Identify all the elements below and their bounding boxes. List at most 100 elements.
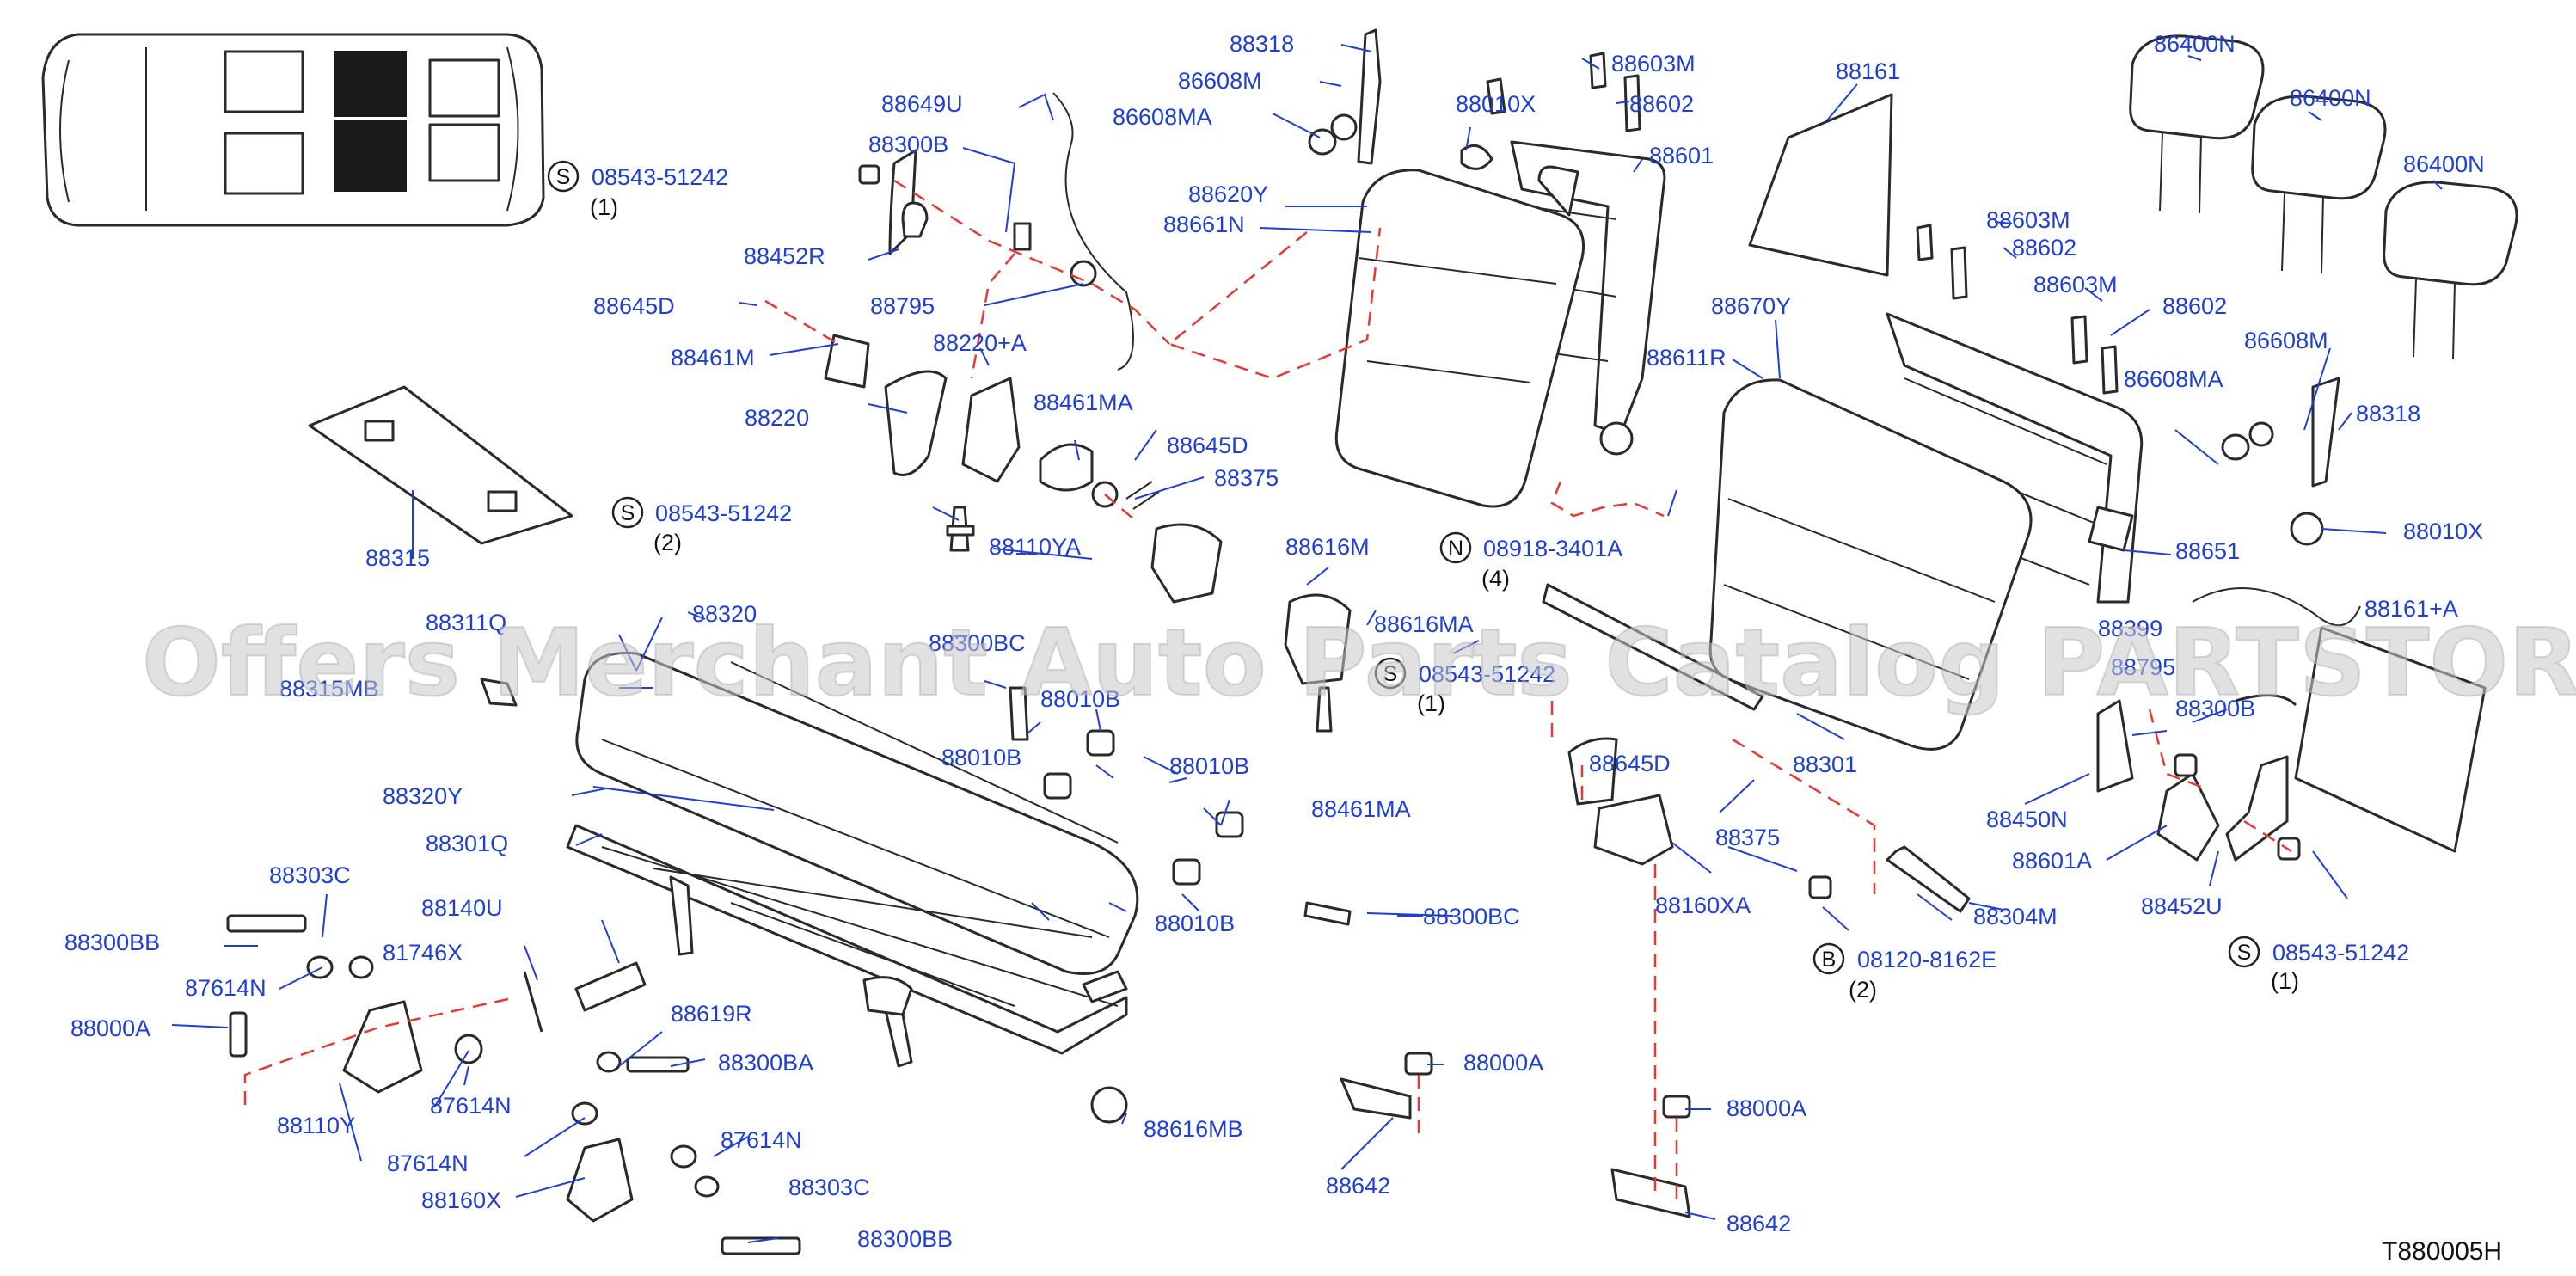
label-88795-a: 88795 <box>870 293 935 319</box>
headrest-86400N-3 <box>2383 181 2518 360</box>
label-88303C-a: 88303C <box>269 862 351 888</box>
label-86400N-3: 86400N <box>2403 151 2485 177</box>
callout-6-qty: (1) <box>2271 968 2299 994</box>
label-86608M-a: 86608M <box>1178 68 1262 94</box>
callout-6-code: 08543-51242 <box>2272 940 2409 966</box>
label-88140U: 88140U <box>421 895 503 921</box>
label-88645D-c: 88645D <box>1589 751 1671 776</box>
label-88603M-c: 88603M <box>2033 272 2118 298</box>
label-88160X: 88160X <box>421 1187 501 1213</box>
label-88000A-c: 88000A <box>1727 1095 1806 1121</box>
callout-5-symbol: B <box>1822 948 1837 972</box>
label-88611R: 88611R <box>1647 345 1727 371</box>
label-88616M: 88616M <box>1285 534 1370 560</box>
seat-frame <box>566 824 1128 1068</box>
label-88110Y: 88110Y <box>277 1113 355 1138</box>
dashed-links <box>243 179 2292 1204</box>
label-88315MB: 88315MB <box>279 676 379 702</box>
label-88010B-d: 88010B <box>1155 911 1235 936</box>
label-88010B-c: 88010B <box>1169 753 1249 779</box>
watermark-text: Offers Merchant Auto Parts Catalog PARTS… <box>142 610 2576 717</box>
label-88645D-b: 88645D <box>1167 432 1248 458</box>
label-88010X-a: 88010X <box>1456 91 1536 117</box>
label-88461MA-a: 88461MA <box>1033 390 1133 415</box>
label-88649U: 88649U <box>881 91 963 117</box>
label-88601: 88601 <box>1649 143 1714 169</box>
callout-4-qty: (1) <box>1417 690 1445 716</box>
headrest-86400N-1 <box>2129 34 2265 214</box>
label-88461M: 88461M <box>671 345 755 371</box>
label-88300BA: 88300BA <box>718 1050 813 1076</box>
label-88601A: 88601A <box>2012 848 2092 874</box>
label-88300BB-b: 88300BB <box>857 1226 953 1252</box>
label-88452U: 88452U <box>2141 893 2223 919</box>
callout-3-symbol: N <box>1448 537 1463 561</box>
label-88220: 88220 <box>745 405 809 431</box>
label-88010X-b: 88010X <box>2403 518 2483 544</box>
label-88616MB: 88616MB <box>1144 1116 1243 1142</box>
callout-2-symbol: S <box>621 501 635 525</box>
callout-5-qty: (2) <box>1849 977 1877 1003</box>
label-88000A-a: 88000A <box>71 1015 150 1041</box>
label-88375-b: 88375 <box>1715 825 1780 850</box>
label-88315: 88315 <box>365 545 430 571</box>
callout-6-symbol: S <box>2237 941 2252 965</box>
seat-cushion <box>575 651 1139 975</box>
label-86608MA-b: 86608MA <box>2124 366 2223 392</box>
callout-5: B 08120-8162E (2) <box>1812 942 1996 1003</box>
callout-3-qty: (4) <box>1481 566 1510 592</box>
label-88303C-b: 88303C <box>788 1175 870 1200</box>
callout-6: S 08543-51242 (1) <box>2228 936 2409 994</box>
label-88220A: 88220+A <box>933 330 1027 356</box>
label-88645D-a: 88645D <box>593 293 675 319</box>
label-86608M-b: 86608M <box>2244 328 2328 353</box>
callout-3: N 08918-3401A (4) <box>1439 531 1622 592</box>
label-88602-a: 88602 <box>1629 91 1694 117</box>
label-88603M-a: 88603M <box>1611 51 1696 77</box>
panel-88161 <box>1748 93 1893 277</box>
label-88620Y: 88620Y <box>1188 181 1268 207</box>
label-87614N-c: 87614N <box>387 1150 469 1176</box>
label-88642-a: 88642 <box>1326 1173 1390 1199</box>
label-88651: 88651 <box>2175 538 2240 564</box>
label-87614N-b: 87614N <box>430 1093 512 1119</box>
label-88399: 88399 <box>2098 616 2162 641</box>
label-86400N-2: 86400N <box>2290 85 2371 111</box>
label-86400N-1: 86400N <box>2154 31 2236 57</box>
seatback-frame-right <box>1510 140 1666 456</box>
callout-1-symbol: S <box>556 165 571 189</box>
label-88300BB-a: 88300BB <box>64 929 160 955</box>
label-88161: 88161 <box>1836 58 1900 84</box>
callout-1-code: 08543-51242 <box>592 164 728 190</box>
label-88161A: 88161+A <box>2364 596 2458 622</box>
label-88318-b: 88318 <box>2356 401 2420 426</box>
label-88318-a: 88318 <box>1230 31 1294 57</box>
label-88110YA: 88110YA <box>989 534 1081 560</box>
label-88375-a: 88375 <box>1214 465 1279 491</box>
label-88301Q: 88301Q <box>426 831 508 856</box>
label-88450N: 88450N <box>1986 807 2068 832</box>
label-88616MA: 88616MA <box>1374 611 1474 637</box>
label-88311Q: 88311Q <box>426 610 506 635</box>
label-88603M-b: 88603M <box>1986 207 2070 233</box>
headrest-86400N-2 <box>2251 95 2387 274</box>
label-88602-c: 88602 <box>2162 293 2227 319</box>
leader-lines <box>171 44 2443 1243</box>
callout-3-code: 08918-3401A <box>1483 536 1622 561</box>
part-labels: 88318 86608M 86608MA 88603M 88602 88010X… <box>64 31 2485 1252</box>
label-88300B-b: 88300B <box>2175 696 2255 721</box>
callout-1: S 08543-51242 (1) <box>547 160 728 220</box>
callout-4-symbol: S <box>1383 662 1398 686</box>
callout-2-code: 08543-51242 <box>655 500 792 526</box>
label-88301: 88301 <box>1793 751 1857 777</box>
callout-1-qty: (1) <box>590 194 618 220</box>
label-88452R: 88452R <box>744 243 825 269</box>
callout-2: S 08543-51242 (2) <box>611 496 792 555</box>
label-88320Y: 88320Y <box>383 783 463 809</box>
label-88010B-b: 88010B <box>941 745 1021 770</box>
hardware <box>226 28 2361 1255</box>
callout-4-code: 08543-51242 <box>1419 661 1555 687</box>
panel-88161A <box>2294 626 2487 853</box>
label-88160XA: 88160XA <box>1655 893 1751 918</box>
